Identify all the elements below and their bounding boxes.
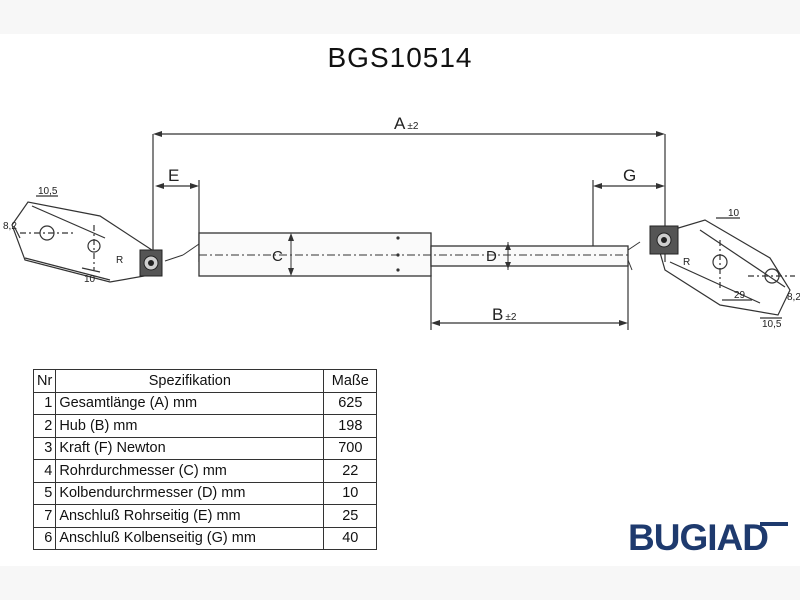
row-nr: 4 — [32, 459, 57, 483]
row-spec: Hub (B) mm — [55, 414, 325, 438]
right-rod-end-b — [627, 259, 633, 271]
right-rod-end — [627, 241, 641, 251]
row-val: 40 — [323, 526, 378, 550]
row-val: 22 — [323, 459, 378, 483]
tube-mark-3 — [396, 268, 400, 272]
row-val: 198 — [323, 414, 378, 438]
table-row: 5 Kolbendurchrmesser (D) mm 10 — [32, 481, 378, 505]
row-nr: 3 — [32, 436, 57, 460]
a-arrow-left — [153, 131, 162, 137]
left-dim-bottom: 10 — [84, 274, 96, 285]
right-dim-bottom: 29 — [734, 290, 746, 301]
dim-b-label: B — [492, 305, 503, 324]
row-val: 25 — [323, 504, 378, 528]
left-dim-top: 10,5 — [38, 186, 58, 197]
right-dim-top: 10 — [728, 208, 740, 219]
dim-a-label: A — [394, 114, 406, 133]
row-nr: 7 — [32, 504, 57, 528]
left-rod-end-b — [164, 254, 184, 262]
left-ball-joint — [139, 249, 163, 277]
dim-e-label: E — [168, 166, 179, 185]
spec-table: Nr Spezifikation Maße 1 Gesamtlänge (A) … — [32, 369, 378, 550]
top-band — [0, 0, 800, 34]
row-nr: 2 — [32, 414, 57, 438]
row-val: 625 — [323, 391, 378, 415]
g-arrow-left — [593, 183, 602, 189]
row-nr: 1 — [32, 391, 57, 415]
left-bracket — [11, 195, 156, 283]
table-row: 4 Rohrdurchmesser (C) mm 22 — [32, 459, 378, 483]
bottom-band — [0, 566, 800, 600]
table-row: 3 Kraft (F) Newton 700 — [32, 436, 378, 460]
b-arrow-right — [619, 320, 628, 326]
row-nr: 6 — [32, 526, 57, 550]
tube-mark-2 — [396, 253, 400, 257]
c-arrow-top — [288, 233, 294, 241]
row-val: 10 — [323, 481, 378, 505]
row-spec: Gesamtlänge (A) mm — [55, 391, 325, 415]
row-spec: Kolbendurchrmesser (D) mm — [55, 481, 325, 505]
c-arrow-bottom — [288, 268, 294, 276]
header-val: Maße — [323, 369, 378, 393]
right-r-label: R — [683, 257, 690, 268]
left-dim-side: 8,2 — [3, 221, 17, 232]
table-row: 1 Gesamtlänge (A) mm 625 — [32, 391, 378, 415]
a-arrow-right — [656, 131, 665, 137]
g-arrow-right — [656, 183, 665, 189]
left-r-label: R — [116, 255, 123, 266]
row-spec: Kraft (F) Newton — [55, 436, 325, 460]
right-bracket — [654, 217, 795, 319]
row-spec: Anschluß Kolbenseitig (G) mm — [55, 526, 325, 550]
row-spec: Rohrdurchmesser (C) mm — [55, 459, 325, 483]
row-val: 700 — [323, 436, 378, 460]
b-arrow-left — [431, 320, 440, 326]
e-arrow-right — [190, 183, 199, 189]
table-row: 2 Hub (B) mm 198 — [32, 414, 378, 438]
brand-mark-icon — [760, 522, 788, 538]
spec-table-header: Nr Spezifikation Maße — [32, 369, 378, 393]
header-nr: Nr — [32, 369, 57, 393]
right-dim-side: 8,2 — [787, 292, 800, 303]
e-arrow-left — [155, 183, 164, 189]
right-dim-bottom2: 10,5 — [762, 319, 782, 330]
piston-rod — [430, 245, 629, 267]
dim-b-tol: ±2 — [505, 312, 516, 323]
header-spec: Spezifikation — [55, 369, 325, 393]
brand-logo: BUGIAD — [628, 517, 769, 558]
table-row: 7 Anschluß Rohrseitig (E) mm 25 — [32, 504, 378, 528]
svg-text:A±2: A±2 — [394, 114, 419, 133]
dim-d-label: D — [486, 248, 497, 265]
right-ball-joint — [649, 225, 679, 255]
row-spec: Anschluß Rohrseitig (E) mm — [55, 504, 325, 528]
part-number-title: BGS10514 — [327, 42, 473, 73]
d-arrow-top — [505, 243, 511, 250]
svg-text:B±2: B±2 — [492, 305, 517, 324]
dim-a-tol: ±2 — [407, 121, 418, 132]
tube-mark-1 — [396, 236, 400, 240]
left-rod-end — [182, 243, 200, 256]
dim-c-label: C — [272, 248, 283, 265]
row-nr: 5 — [32, 481, 57, 505]
d-arrow-bottom — [505, 262, 511, 269]
dim-g-label: G — [623, 166, 636, 185]
table-row: 6 Anschluß Kolbenseitig (G) mm 40 — [32, 526, 378, 550]
